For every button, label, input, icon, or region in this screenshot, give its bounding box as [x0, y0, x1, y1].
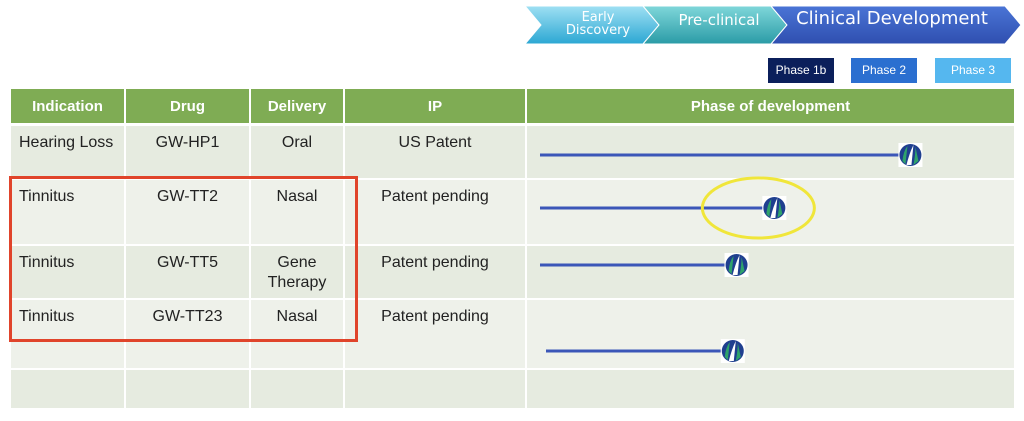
cell-phase — [526, 298, 1014, 370]
header-ip: IP — [344, 89, 527, 126]
stage-clinical-label: Clinical Development — [796, 8, 988, 29]
header-phase: Phase of development — [526, 89, 1014, 126]
cell-indication: Tinnitus — [11, 244, 126, 300]
cell-ip: Patent pending — [344, 298, 527, 370]
header-delivery: Delivery — [250, 89, 345, 126]
cell-delivery: Gene Therapy — [250, 244, 345, 300]
stage-chevron-clinical — [769, 5, 1022, 45]
header-indication: Indication — [11, 89, 126, 126]
cell-phase — [526, 178, 1014, 246]
stage-early-line1: Early — [581, 10, 615, 25]
cell-indication: Tinnitus — [11, 178, 126, 246]
cell-ip: US Patent — [344, 124, 527, 180]
cell-delivery: Oral — [250, 124, 345, 180]
cell-phase — [526, 124, 1014, 180]
stage-chevrons — [525, 5, 1022, 45]
cell-phase — [526, 368, 1014, 410]
phase-2-legend: Phase 2 — [851, 58, 917, 83]
cell-delivery: Nasal — [250, 298, 345, 370]
stage-preclinical-label: Pre-clinical — [678, 11, 760, 29]
cell-drug: GW-TT2 — [125, 178, 251, 246]
cell-indication: Hearing Loss — [11, 124, 126, 180]
cell-phase — [526, 244, 1014, 300]
table-row: Hearing Loss GW-HP1 Oral US Patent — [11, 124, 1014, 180]
cell-delivery: Nasal — [250, 178, 345, 246]
cell-drug: GW-HP1 — [125, 124, 251, 180]
phase-1b-legend: Phase 1b — [768, 58, 834, 83]
table-row — [11, 368, 1014, 410]
cell-ip: Patent pending — [344, 178, 527, 246]
table-row: Tinnitus GW-TT23 Nasal Patent pending — [11, 298, 1014, 370]
cell-ip: Patent pending — [344, 244, 527, 300]
cell-drug: GW-TT5 — [125, 244, 251, 300]
cell-indication — [11, 368, 126, 410]
cell-delivery — [250, 368, 345, 410]
table-header-row: Indication Drug Delivery IP Phase of dev… — [11, 89, 1014, 126]
phase-3-legend: Phase 3 — [935, 58, 1011, 83]
stage-early-line2: Discovery — [565, 23, 631, 38]
cell-drug: GW-TT23 — [125, 298, 251, 370]
cell-ip — [344, 368, 527, 410]
cell-indication: Tinnitus — [11, 298, 126, 370]
pipeline-table: Indication Drug Delivery IP Phase of dev… — [11, 89, 1014, 410]
table-row: Tinnitus GW-TT5 Gene Therapy Patent pend… — [11, 244, 1014, 300]
stage-early-label: Early Discovery — [556, 11, 640, 37]
cell-drug — [125, 368, 251, 410]
header-drug: Drug — [125, 89, 251, 126]
tinnitus-highlight-box — [9, 176, 358, 342]
